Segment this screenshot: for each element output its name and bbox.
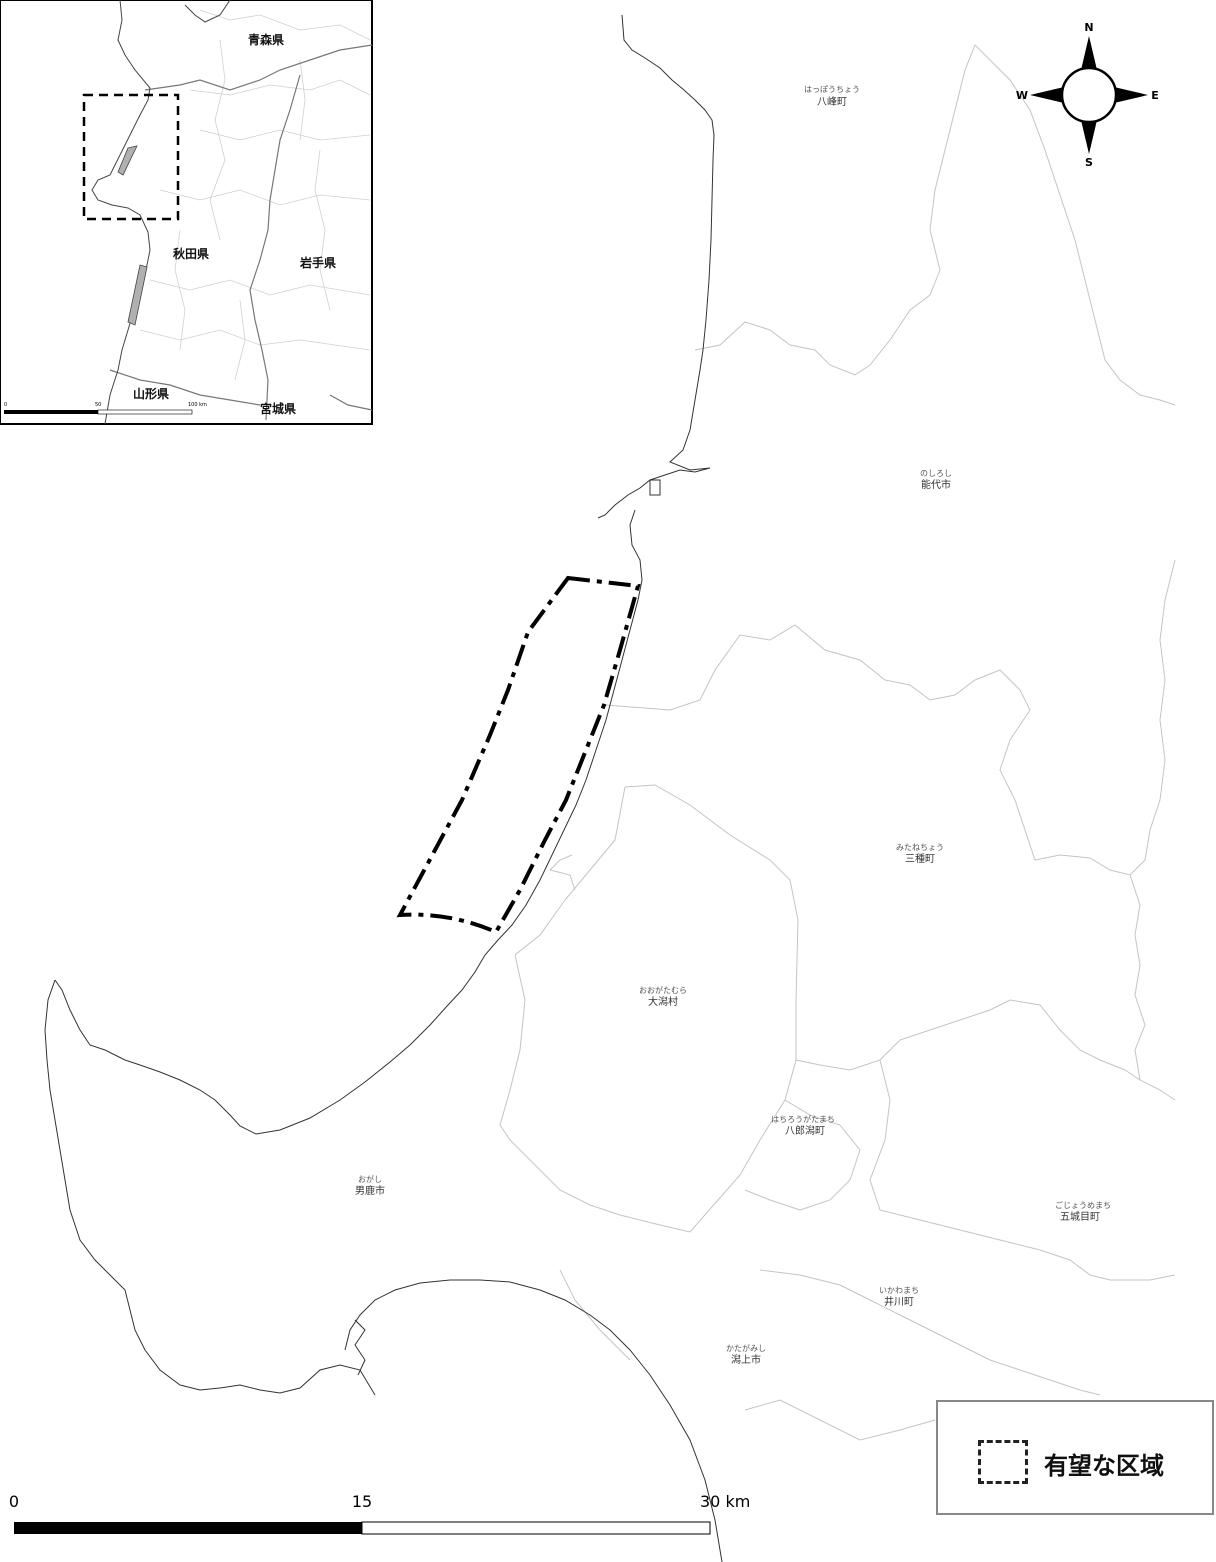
inset-scale-label-100km: 100 km <box>188 402 207 408</box>
boundary-noshiro-mitane <box>604 559 1176 876</box>
town-name-oga: 男鹿市 <box>355 1184 385 1197</box>
town-kana-ikawa: いかわまち <box>879 1286 919 1295</box>
town-name-ikawa: 井川町 <box>884 1295 914 1308</box>
compass-w-label: W <box>1016 89 1028 102</box>
inset-scale-label-0: 0 <box>4 402 7 408</box>
town-kana-hachirogata: はちろうがたまち <box>771 1114 835 1124</box>
inset-frame <box>0 0 373 425</box>
inset-candidate-area-south <box>127 264 148 326</box>
municipal-labels: はっぽうちょう 八峰町 のしろし 能代市 みたねちょう 三種町 おおがたむら 大… <box>355 85 1111 1366</box>
legend-candidate-area-label: 有望な区域 <box>1044 1452 1164 1480</box>
coastline <box>44 14 723 1562</box>
inset-coastline <box>91 0 151 425</box>
candidate-area-outline <box>396 575 641 935</box>
inset-coastline-north <box>184 0 231 23</box>
scale-bar-empty-segment <box>361 1521 711 1535</box>
coastline-oga-west <box>44 979 376 1396</box>
north-arrow-compass: N S E W <box>1016 21 1159 169</box>
inset-municipal-boundaries <box>139 9 371 381</box>
boundary-oga-katagami <box>559 1269 631 1361</box>
town-kana-ogata: おおがたむら <box>639 985 687 995</box>
inset-pref-aomori: 青森県 <box>248 32 284 47</box>
town-name-mitane: 三種町 <box>905 852 935 865</box>
town-kana-noshiro: のしろし <box>920 469 952 478</box>
coastline-north <box>597 14 715 519</box>
inset-pref-miyagi: 宮城県 <box>260 401 296 416</box>
compass-e-label: E <box>1151 89 1159 102</box>
scale-bar: 0 15 30 km <box>9 1492 750 1535</box>
coastline-oga-south <box>344 1279 723 1562</box>
town-kana-gojome: ごじょうめまち <box>1055 1200 1111 1210</box>
town-name-happo: 八峰町 <box>817 96 847 108</box>
coastline-central <box>54 509 643 1135</box>
port-structure-north <box>649 479 661 496</box>
boundary-ikawa-katagami <box>759 1269 1101 1396</box>
inset-map: 青森県 秋田県 岩手県 山形県 宮城県 0 50 100 km <box>0 0 373 425</box>
inset-pref-akita: 秋田県 <box>173 246 209 261</box>
scale-label-30km: 30 km <box>700 1492 750 1511</box>
town-name-hachirogata: 八郎潟町 <box>785 1124 825 1137</box>
compass-n-label: N <box>1084 21 1093 34</box>
legend-box: 有望な区域 <box>936 1400 1214 1515</box>
town-name-ogata: 大潟村 <box>648 995 678 1008</box>
compass-west-point <box>1030 87 1064 103</box>
boundary-hachirogata <box>744 1099 861 1211</box>
town-kana-katagami: かたがみし <box>726 1343 766 1353</box>
town-kana-oga: おがし <box>358 1174 382 1184</box>
town-name-noshiro: 能代市 <box>921 478 951 491</box>
boundary-happo-noshiro <box>694 44 1176 406</box>
town-name-katagami: 潟上市 <box>731 1353 761 1366</box>
inset-pref-iwate: 岩手県 <box>299 255 336 270</box>
boundary-coast-connector <box>549 854 576 891</box>
compass-north-point <box>1081 36 1097 70</box>
compass-ring <box>1060 66 1118 124</box>
town-name-gojome: 五城目町 <box>1060 1211 1100 1223</box>
boundary-mitane-gojome <box>795 999 1176 1101</box>
boundary-gojome-ikawa <box>869 1059 1176 1281</box>
scale-label-0: 0 <box>9 1492 19 1511</box>
inset-candidate-area-north <box>117 145 138 176</box>
municipal-boundaries <box>499 44 1176 1441</box>
boundary-ogata-village <box>499 784 799 1233</box>
inset-scale-label-50: 50 <box>95 402 101 408</box>
boundary-katagami-south <box>744 1399 936 1441</box>
inset-scale-bar: 0 50 100 km <box>4 402 207 415</box>
compass-s-label: S <box>1085 156 1093 169</box>
inset-locator-frame <box>82 93 180 221</box>
town-kana-mitane: みたねちょう <box>896 843 944 852</box>
scale-bar-filled-segment <box>14 1522 362 1534</box>
town-kana-happo: はっぽうちょう <box>804 85 860 94</box>
scale-label-15: 15 <box>352 1492 372 1511</box>
compass-south-point <box>1081 120 1097 154</box>
port-structure-south <box>354 1319 366 1376</box>
compass-east-point <box>1114 87 1148 103</box>
legend-candidate-area-symbol <box>978 1440 1028 1484</box>
inset-pref-yamagata: 山形県 <box>133 386 169 401</box>
inset-prefecture-boundaries <box>109 44 373 421</box>
boundary-mitane-east <box>1129 874 1146 1081</box>
